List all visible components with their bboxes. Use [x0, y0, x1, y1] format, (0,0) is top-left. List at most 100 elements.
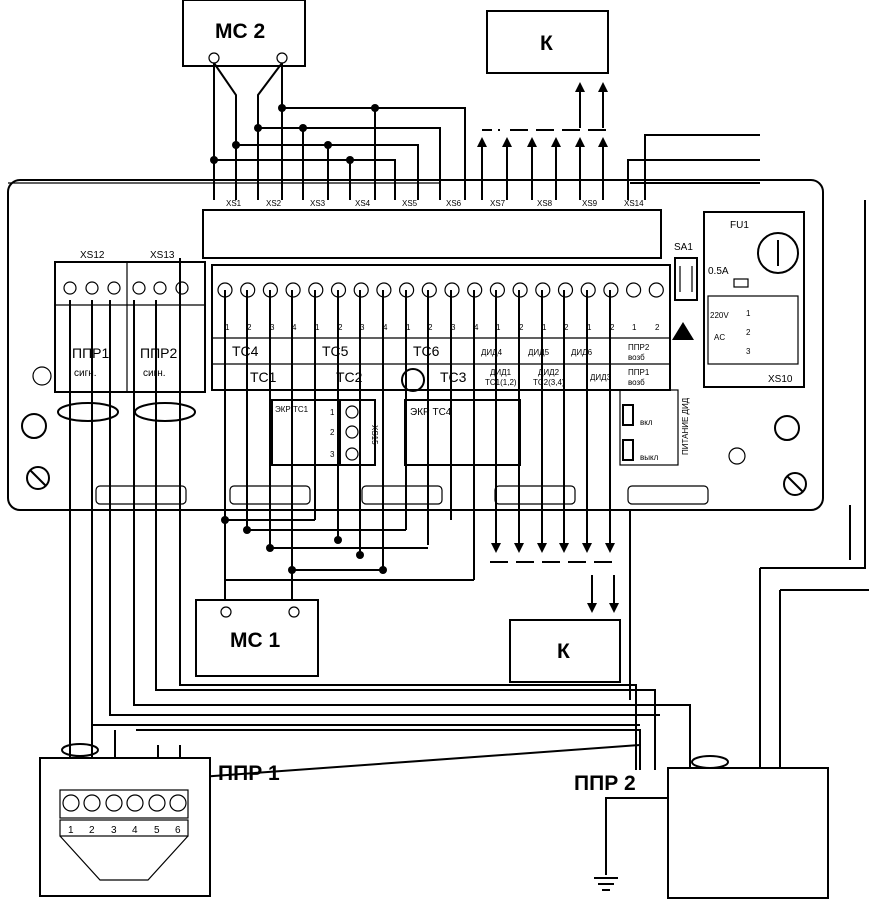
v220-label: 220V [710, 311, 729, 320]
pin-number: 2 [564, 323, 569, 332]
tc3-label: ТС3 [440, 369, 467, 385]
mc1-terminal-right [288, 606, 300, 618]
mc1-terminal-left [220, 606, 232, 618]
ppr1-terminal-strip [59, 789, 189, 819]
ppr1-sub: сигн. [74, 368, 97, 379]
connector-label: XS8 [537, 199, 553, 208]
pin-number: 1 [406, 323, 411, 332]
ppr1-terminal-number: 5 [154, 825, 160, 836]
mount-hole [728, 447, 746, 465]
top-connector-strip [202, 209, 662, 259]
pin-number: 1 [542, 323, 547, 332]
cable-gland [57, 402, 119, 422]
tc5-label: ТС5 [322, 343, 349, 359]
terminal-screw [512, 282, 528, 298]
ppr1-vozb-label: ППР1 [628, 368, 650, 377]
ppr1-screws [62, 794, 187, 812]
ppr1-device-label: ППР 1 [218, 762, 280, 785]
ppr2-name: ППР2 [140, 345, 177, 361]
k-bottom-label: К [557, 640, 570, 663]
terminal-screw [285, 282, 301, 298]
pin-number: 1 [632, 323, 637, 332]
power-off-label: выкл [640, 453, 659, 462]
terminal-screw [625, 282, 642, 298]
tc2-label: ТС2 [336, 369, 363, 385]
pin-number: 1 [315, 323, 320, 332]
mc2-box [182, 0, 306, 67]
k-top-label: К [540, 32, 553, 55]
tc4-label: ТС4 [232, 343, 259, 359]
pin-number: 3 [330, 450, 335, 459]
did3-label: ДИД3 [590, 373, 612, 382]
pin-number: 3 [360, 323, 365, 332]
enclosure [7, 179, 824, 511]
ppr1-terminal-number: 1 [68, 825, 74, 836]
ppr1-terminal-number: 6 [175, 825, 181, 836]
xs10-label: XS10 [768, 374, 793, 385]
mc1-box [195, 599, 319, 677]
ppr-module-frame [54, 261, 206, 393]
pin-number: 2 [428, 323, 433, 332]
connector-label: XS3 [310, 199, 326, 208]
pin-number: 1 [496, 323, 501, 332]
xs10-pin: 2 [746, 328, 751, 337]
did1-label: ДИД1 [490, 368, 512, 377]
pin-number: 4 [292, 323, 297, 332]
screw-icon [774, 415, 800, 441]
pin-number: 2 [655, 323, 660, 332]
ppr1-device [39, 757, 211, 897]
xs15-label: XS15 [370, 425, 379, 445]
power-switch-off[interactable] [622, 439, 634, 461]
screw-icon [783, 472, 807, 496]
ekr-tc4-block [404, 399, 521, 466]
sa1-label: SA1 [674, 242, 693, 253]
xs10-connector [707, 295, 799, 365]
ppr1-terminal-numbers: 1 2 3 4 5 6 [68, 825, 181, 836]
pin-number: 1 [225, 323, 230, 332]
ppr2-connector-label: XS13 [150, 250, 175, 261]
ppr2-device [667, 767, 829, 899]
power-did-label: ПИТАНИЕ ДИД [681, 397, 690, 455]
did4-label: ДИД4 [481, 348, 503, 357]
k-top-wiring [477, 134, 760, 200]
connector-label: XS1 [226, 199, 242, 208]
k-bottom-wiring [490, 290, 620, 613]
cable-gland [691, 755, 729, 769]
harness-wiring [69, 200, 869, 782]
xs10-pin: 3 [746, 347, 751, 356]
ppr2-sub: сигн. [143, 368, 166, 379]
bottom-glands [95, 485, 709, 505]
ppr1-terminal-number: 3 [111, 825, 117, 836]
pin-number: 3 [270, 323, 275, 332]
connector-label: XS9 [582, 199, 598, 208]
tc1-label: ТС1 [250, 369, 277, 385]
terminal-screw [580, 282, 596, 298]
cable-gland [134, 402, 196, 422]
terminal-pin-numbers: 1 2 3 4 1 2 3 4 1 2 3 4 1 2 1 2 1 2 1 2 [225, 323, 660, 332]
screw-icon [26, 466, 50, 490]
terminal-screw [353, 282, 369, 298]
k-top-box [486, 10, 609, 74]
mount-hole [401, 368, 425, 392]
sa1-switch[interactable] [674, 257, 698, 301]
ground-wire [605, 797, 668, 875]
power-switch-on[interactable] [622, 404, 634, 426]
pin-number: 2 [330, 428, 335, 437]
did1-sub: ТС1(1,2) [485, 378, 517, 387]
terminal-wiring [221, 290, 475, 608]
pin-number: 1 [330, 408, 335, 417]
connector-label: XS2 [266, 199, 282, 208]
ppr1-name: ППР1 [72, 345, 109, 361]
pin-number: 2 [338, 323, 343, 332]
top-connectors: XS1 XS2 XS3 XS4 XS5 XS6 XS7 XS8 XS9 XS14 [226, 199, 644, 208]
did2-label: ДИД2 [538, 368, 560, 377]
warning-triangle-icon [672, 322, 694, 340]
pin-number: 2 [247, 323, 252, 332]
terminal-screw [648, 282, 664, 298]
pin-number: 4 [383, 323, 388, 332]
ppr1-bevel [59, 835, 189, 881]
xs10-pin: 1 [746, 309, 751, 318]
k-top-arrows [482, 82, 610, 131]
ppr1-terminal-number: 2 [89, 825, 95, 836]
